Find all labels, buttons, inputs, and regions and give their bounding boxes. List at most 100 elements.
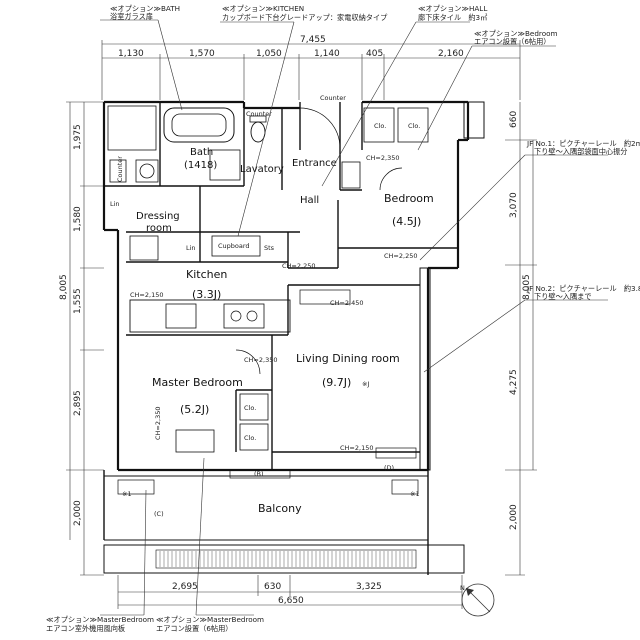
note-kitchen-text: カップボード下台グレードアップ：家電収納タイプ (222, 13, 388, 22)
label-ch-bed: CH=2,350 (366, 154, 399, 162)
kitchen-stove (223, 303, 265, 329)
washing-machine (135, 159, 159, 183)
label-ch-liv: CH=2,450 (330, 299, 363, 307)
room-bath: Bath (190, 147, 213, 158)
label-ch-kit2: CH=2,250 (282, 262, 315, 270)
dressing-counter (129, 235, 159, 261)
bottom-total-dim: 6,650 (278, 596, 304, 606)
right-dimensions (505, 102, 537, 576)
right-total-dim: 8,005 (522, 274, 532, 300)
top-dim-1: 1,130 (118, 49, 144, 59)
label-ch-bed2: CH=2,250 (384, 252, 417, 260)
label-clo-2: Clo. (408, 122, 420, 130)
label-ch-mb2: CH=2,350 (154, 407, 162, 440)
note-bedroom-text: エアコン設置（6帖用） (474, 37, 550, 46)
label-lin-2: Lin (186, 244, 196, 252)
label-clo-3: Clo. (244, 404, 256, 412)
label-m-b: (B) (254, 470, 264, 478)
label-counter-2: Counter (246, 110, 272, 118)
left-dim-3: 1,555 (73, 288, 83, 314)
note-hall-text: 廊下床タイル 約3㎡ (418, 13, 487, 22)
toilet-tank (249, 115, 267, 123)
label-ch-mb: CH=2,350 (244, 356, 277, 364)
bottom-dim-1: 2,695 (172, 582, 198, 592)
room-bedroom-size: (4.5J) (392, 215, 421, 228)
label-m-c: (C) (154, 510, 164, 518)
label-lin-1: Lin (110, 200, 120, 208)
balcony-area (103, 469, 465, 575)
note-kitchen-title: ≪オプション≫KITCHEN (222, 4, 304, 13)
note-mb1-title: ≪オプション≫MasterBedroom (46, 615, 154, 624)
left-dim-2: 1,580 (73, 206, 83, 232)
room-kitchen-size: (3.3J) (192, 288, 221, 301)
top-dimensions (101, 40, 521, 100)
note-mb2-text: エアコン設置（6帖用） (156, 624, 232, 633)
pipe-space-top (463, 101, 485, 139)
room-kitchen: Kitchen (186, 268, 227, 281)
left-dim-1: 1,975 (73, 124, 83, 150)
note-bath-text: 浴室ガラス扉 (110, 12, 153, 21)
label-sts: Sts (264, 244, 275, 252)
room-bedroom: Bedroom (384, 192, 434, 205)
top-dim-2: 1,570 (189, 49, 215, 59)
left-dim-4: 2,895 (73, 390, 83, 416)
kitchen-counter (129, 299, 291, 333)
right-dim-1: 660 (509, 111, 519, 128)
room-dressing-2: room (146, 223, 172, 234)
room-living-mark: ※J (362, 380, 369, 388)
counter-box-1 (109, 159, 127, 183)
master-closet-1 (239, 393, 269, 421)
note-mb1-text: エアコン室外機用風向板 (46, 624, 125, 633)
cupboard-box (211, 235, 261, 257)
left-dimensions (66, 101, 104, 576)
balcony-railing-bars (159, 551, 413, 567)
label-ch-liv2: CH=2,150 (340, 444, 373, 452)
compass-icon (461, 583, 495, 617)
room-living: Living Dining room (296, 352, 400, 365)
master-door-swing (235, 349, 261, 375)
bathtub-inner (171, 113, 227, 137)
kitchen-sink (165, 303, 197, 329)
bedroom-closet-1 (363, 107, 395, 143)
toilet (250, 121, 266, 143)
room-balcony: Balcony (258, 502, 302, 515)
label-clo-1: Clo. (374, 122, 386, 130)
bottom-dim-3: 3,325 (356, 582, 382, 592)
storage-box (107, 105, 157, 151)
note-jf2-title: JF No.2：ピクチャーレール 約3.8m (526, 284, 640, 293)
note-bedroom-title: ≪オプション≫Bedroom (474, 29, 558, 38)
master-desk (175, 429, 215, 453)
room-hall: Hall (300, 195, 319, 206)
callout-leaders (100, 19, 608, 616)
right-dim-2: 3,070 (509, 192, 519, 218)
living-sill (375, 447, 417, 459)
room-master-size: (5.2J) (180, 403, 209, 416)
bathtub (163, 107, 235, 143)
bottom-dimensions (117, 575, 463, 609)
top-dim-6: 2,160 (438, 49, 464, 59)
master-closet-2 (239, 423, 269, 451)
bedroom-door-swing (379, 167, 403, 191)
room-lavatory: Lavatory (240, 164, 284, 175)
room-entrance: Entrance (292, 158, 337, 169)
label-mark-1: ※1 (122, 490, 132, 498)
top-dim-3: 1,050 (256, 49, 282, 59)
left-dim-5: 2,000 (73, 500, 83, 526)
top-dim-4: 1,140 (314, 49, 340, 59)
label-mark-2: ※1 (410, 490, 420, 498)
right-dim-3: 4,275 (509, 369, 519, 395)
right-dim-4: 2,000 (509, 504, 519, 530)
room-master: Master Bedroom (152, 376, 243, 389)
bedroom-closet-2 (397, 107, 429, 143)
room-living-size: (9.7J) (322, 376, 351, 389)
bottom-dim-2: 630 (264, 582, 281, 592)
washer-drum (139, 163, 155, 179)
note-jf1-title: JF No.1：ピクチャーレール 約2m (526, 139, 640, 148)
window-frame-living (419, 267, 431, 471)
note-mb2-title: ≪オプション≫MasterBedroom (156, 615, 264, 624)
top-dim-5: 405 (366, 49, 383, 59)
label-m-d: (D) (384, 464, 394, 472)
label-ch-kit: CH=2,150 (130, 291, 163, 299)
room-dressing: Dressing (136, 211, 180, 222)
